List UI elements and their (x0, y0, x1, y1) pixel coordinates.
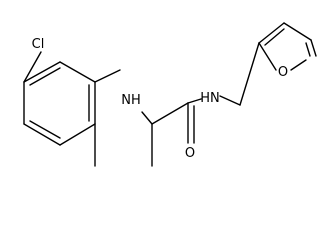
bond-ring-a3 (59, 123, 96, 146)
bond-ring-a4-inner (29, 120, 61, 139)
atom-label-chlorine: Cl (32, 37, 45, 52)
bond-ch2-furan (239, 42, 260, 106)
bond-furan-c2-c3-inner (264, 28, 285, 46)
atom-label-carbonyl-oxygen: O (185, 146, 195, 161)
bond-furan-c4-c5-inner (305, 42, 311, 57)
bond-carbonyl-nh (187, 98, 202, 104)
bond-ring-a4 (23, 123, 61, 146)
atom-labels: Cl NH HN O O (32, 37, 288, 161)
atom-label-amine-nh: NH (121, 93, 141, 108)
bond-furan-c3-c4 (283, 22, 312, 41)
bond-ring-nh (94, 69, 121, 83)
bond-furan-c5-o (290, 59, 307, 71)
bond-ch-carbonyl (151, 102, 189, 125)
molecule-structure: Cl NH HN O O (23, 22, 317, 167)
bond-furan-c2-c3 (258, 22, 285, 44)
bond-nh-ch2 (219, 95, 241, 106)
atom-label-furan-oxygen: O (278, 65, 288, 80)
bond-furan-c4-c5 (310, 39, 317, 57)
bond-ring-a6-inner (29, 67, 61, 86)
bond-ring-a1 (59, 61, 96, 83)
atom-label-amide-nh: HN (200, 91, 220, 106)
bond-furan-o-c2 (258, 42, 277, 71)
bonds (23, 22, 317, 167)
bond-ring-a6 (23, 61, 61, 83)
bond-nh-ch (141, 111, 153, 125)
bond-c-cl (23, 51, 42, 83)
